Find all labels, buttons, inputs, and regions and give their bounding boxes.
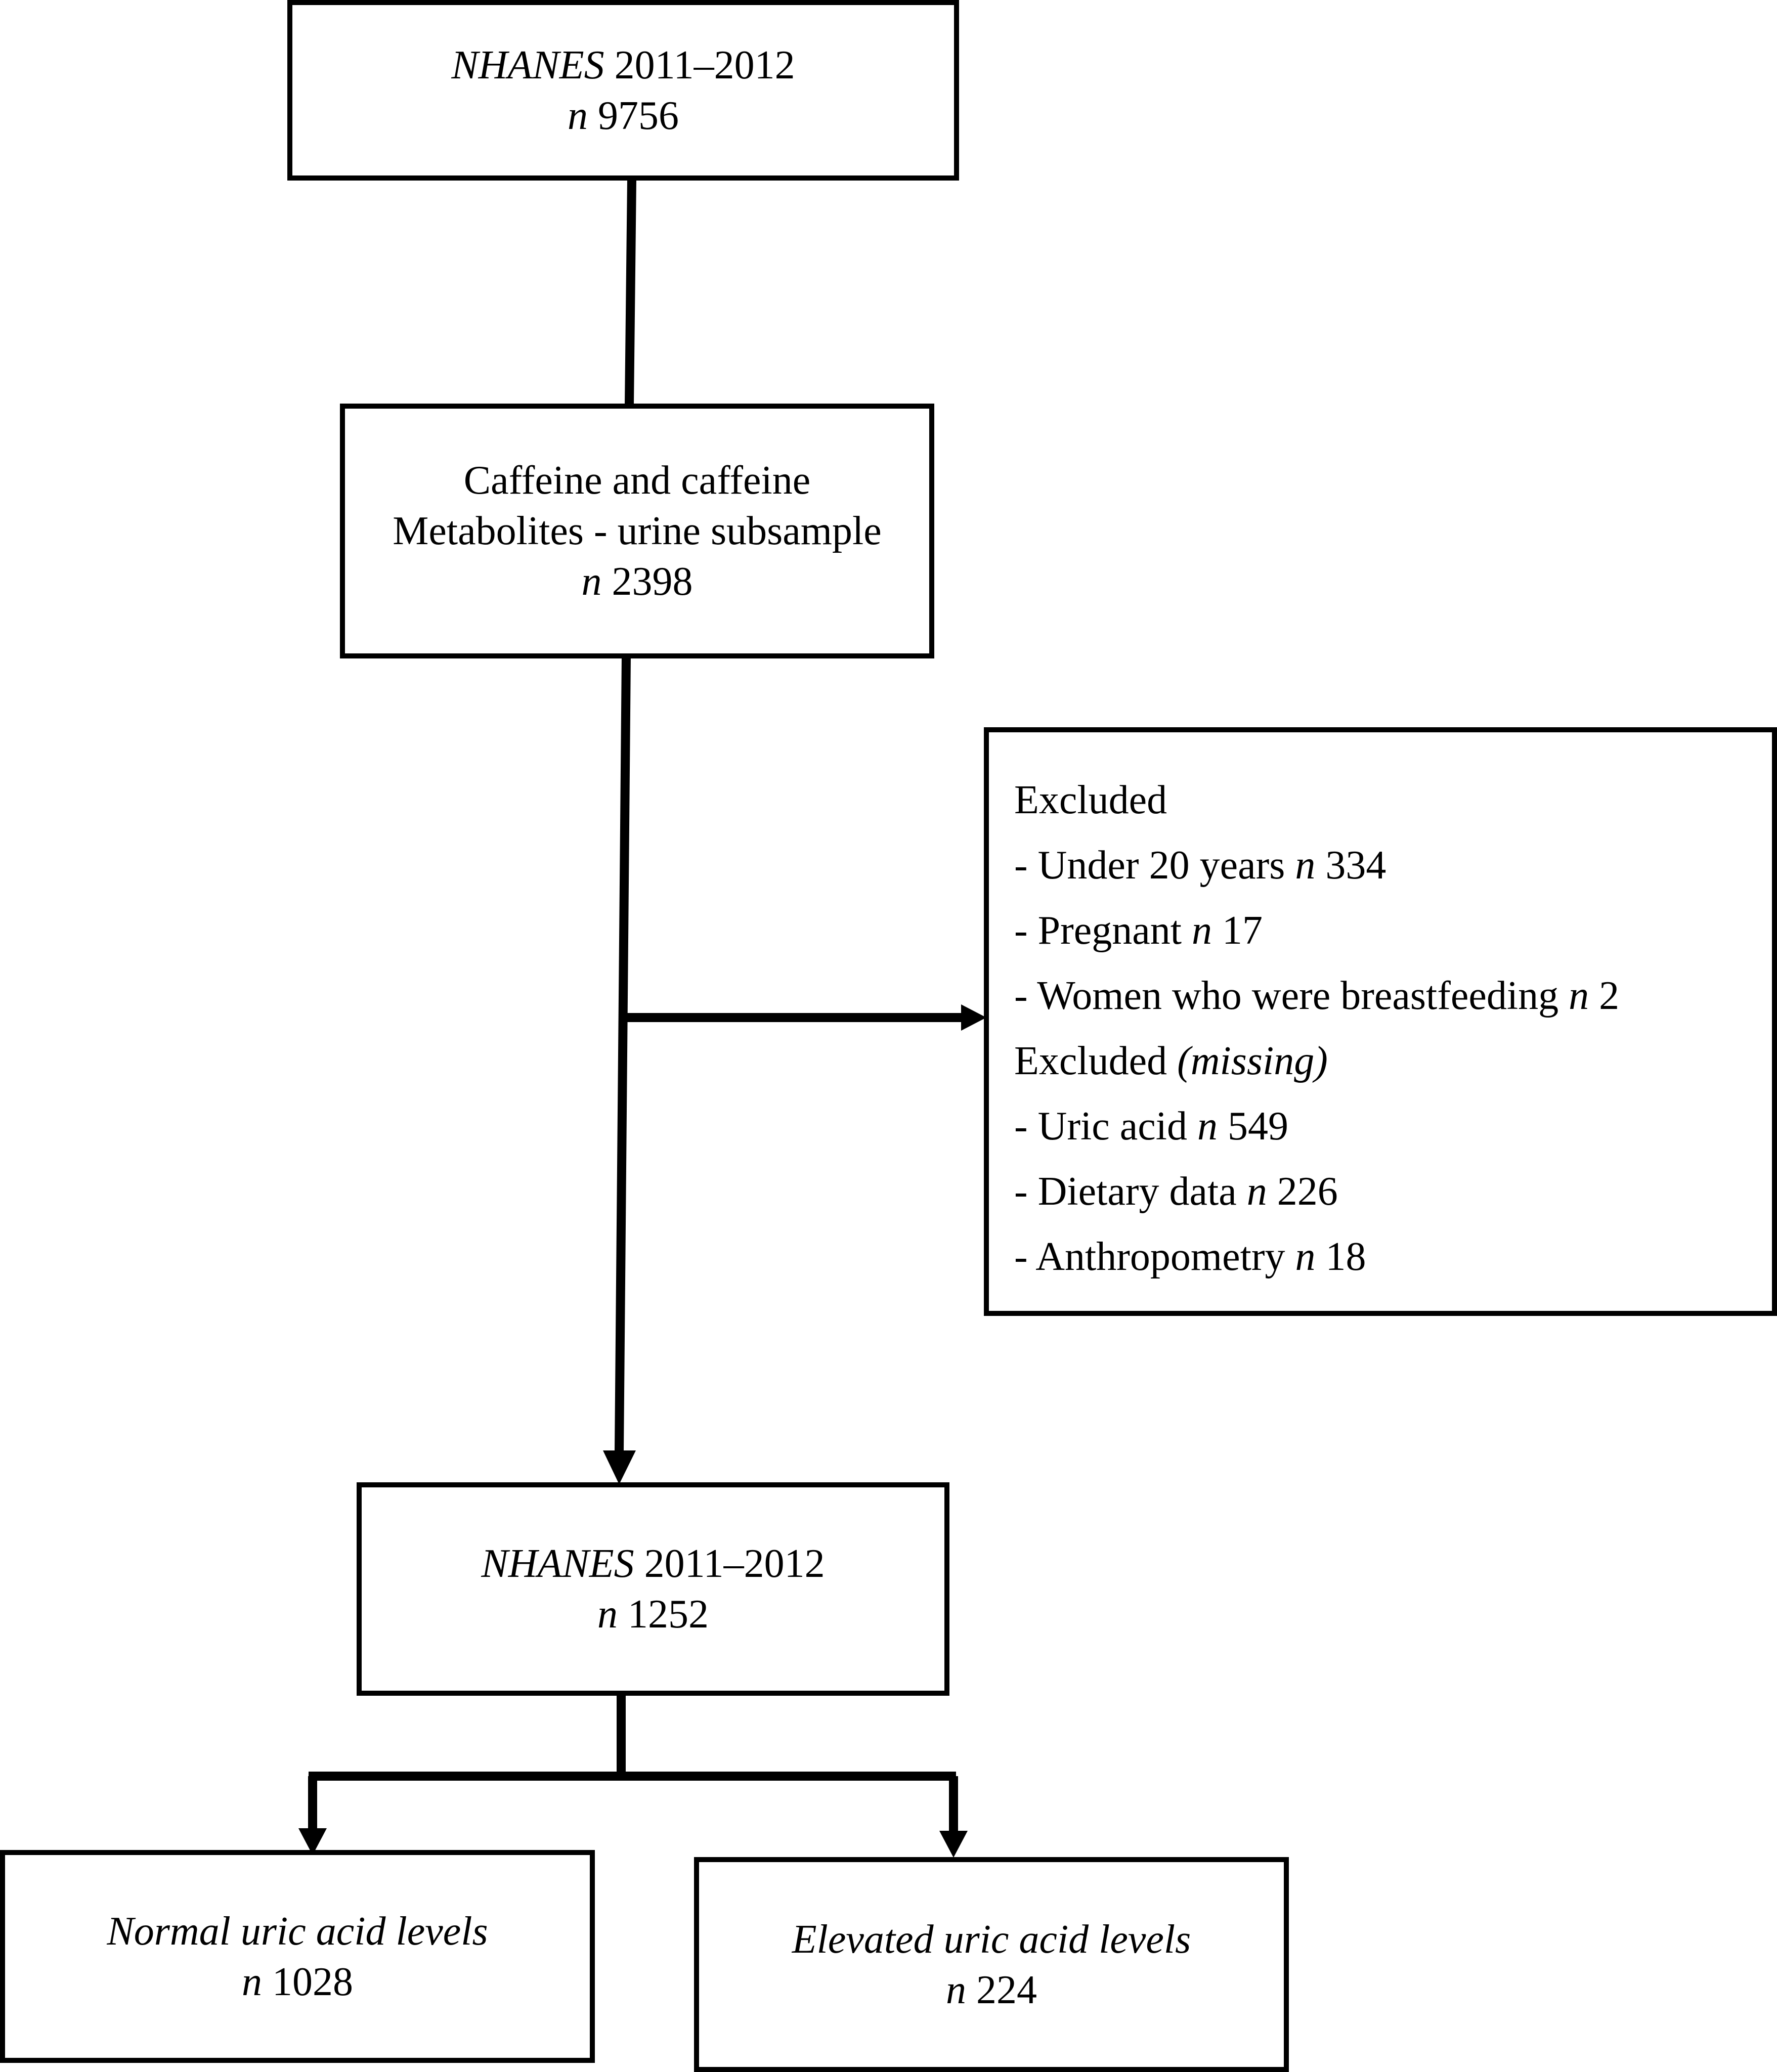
arrowhead-to-final [603, 1450, 636, 1484]
subsample-count: n 2398 [581, 559, 693, 604]
subsample-line-2: Metabolites - urine subsample [393, 509, 882, 553]
elevated-count: n 224 [946, 1967, 1037, 2012]
excluded-missing-heading: Excluded (missing) [1014, 1039, 1328, 1083]
arrowhead-to-exclusion [961, 1004, 986, 1031]
final-count: n 1252 [597, 1592, 709, 1637]
box-urine-subsample: Caffeine and caffeine Metabolites - urin… [340, 404, 934, 658]
arrowhead-to-normal [298, 1828, 327, 1855]
normal-count: n 1028 [242, 1959, 353, 2004]
excluded-item: - Under 20 years n 334 [1014, 843, 1386, 888]
box-elevated-uric-acid: Elevated uric acid levels n 224 [694, 1857, 1289, 2072]
excluded-missing-item: - Anthropometry n 18 [1014, 1235, 1366, 1279]
arrowhead-to-elevated [939, 1831, 968, 1858]
excluded-item: - Women who were breastfeeding n 2 [1014, 974, 1620, 1018]
subsample-line-1: Caffeine and caffeine [463, 458, 811, 503]
excluded-missing-item: - Dietary data n 226 [1014, 1169, 1338, 1214]
excluded-item: - Pregnant n 17 [1014, 908, 1263, 953]
excluded-heading: Excluded [1014, 778, 1167, 822]
box-nhanes-start: NHANES 2011–2012 n 9756 [287, 0, 959, 181]
final-title: NHANES 2011–2012 [481, 1541, 825, 1586]
box-exclusions: Excluded - Under 20 years n 334 - Pregna… [984, 727, 1777, 1316]
box-nhanes-final: NHANES 2011–2012 n 1252 [357, 1482, 949, 1696]
normal-label: Normal uric acid levels [107, 1909, 488, 1954]
start-count: n 9756 [568, 93, 679, 138]
start-title: NHANES 2011–2012 [451, 42, 795, 87]
connector-subsample-to-final [615, 656, 631, 1452]
box-normal-uric-acid: Normal uric acid levels n 1028 [0, 1850, 595, 2063]
elevated-label: Elevated uric acid levels [792, 1917, 1191, 1962]
excluded-missing-item: - Uric acid n 549 [1014, 1104, 1289, 1149]
connector-start-to-subsample [625, 179, 636, 405]
